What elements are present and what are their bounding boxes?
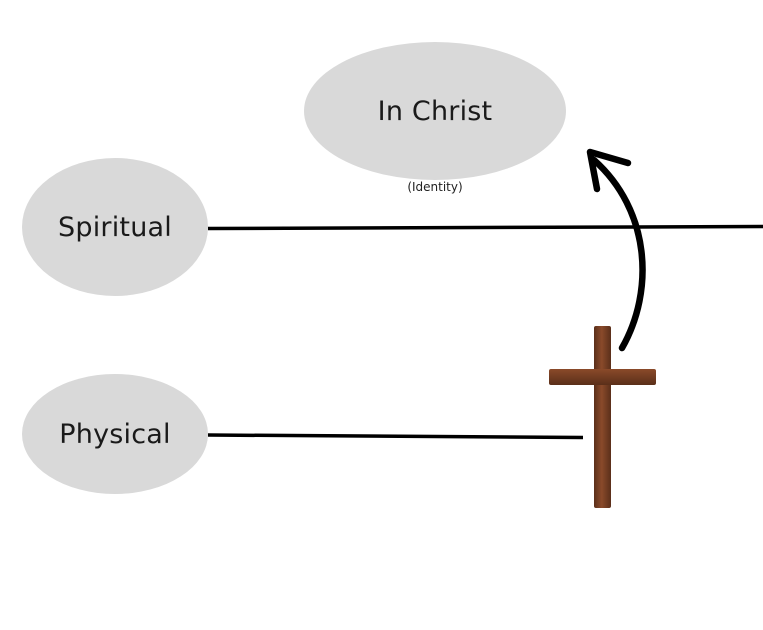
cross-horizontal-beam: [549, 369, 656, 385]
physical-label: Physical: [59, 418, 171, 450]
spiritual-node: Spiritual: [22, 158, 208, 296]
cross-vertical-beam: [594, 326, 611, 508]
arrowhead-icon: [586, 148, 632, 193]
physical-node: Physical: [22, 374, 208, 494]
spiritual-line: [207, 224, 763, 231]
physical-line: [207, 433, 584, 440]
in-christ-label: In Christ: [377, 95, 493, 127]
curved-arrow-icon: [590, 156, 646, 352]
in-christ-node: In Christ: [304, 42, 566, 180]
spiritual-label: Spiritual: [58, 211, 172, 243]
identity-caption: (Identity): [407, 180, 463, 194]
